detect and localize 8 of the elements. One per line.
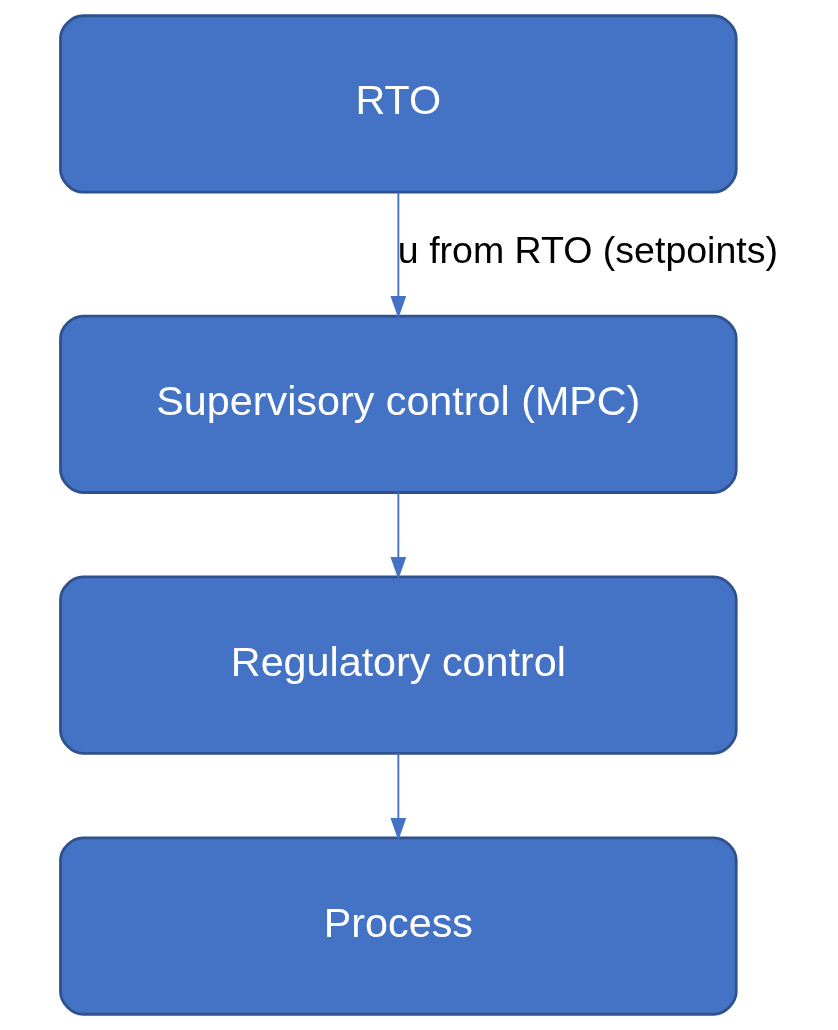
node-box: Process [59,836,738,1016]
arrow [390,491,407,580]
node-box: Supervisory control (MPC) [59,314,738,494]
edge-label: u from RTO (setpoints) [397,229,778,272]
node-box: RTO [59,14,738,194]
arrow [390,191,407,319]
arrow [390,752,407,841]
node-box: Regulatory control [59,575,738,755]
